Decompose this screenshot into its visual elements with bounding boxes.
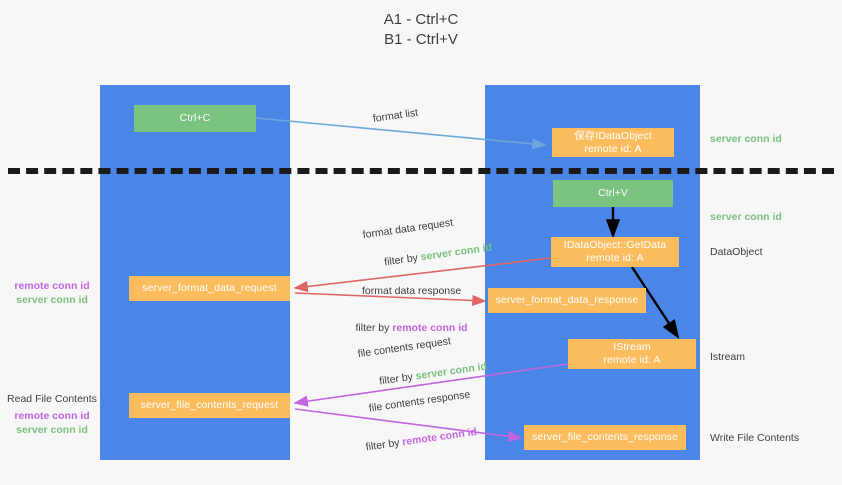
filter-prefix: filter by <box>355 322 393 334</box>
annotation-server-conn-id-top: server conn id <box>710 133 782 145</box>
node-server-format-data-response[interactable]: server_format_data_response <box>488 288 646 313</box>
edge-label-format-list: format list <box>372 106 419 127</box>
edge-label-format-data-request: format data request filter by server con… <box>362 211 495 288</box>
annotation-remote-conn-id: remote conn id <box>14 410 90 422</box>
node-istream-line1: IStream <box>613 341 651 353</box>
node-server-file-contents-response[interactable]: server_file_contents_response <box>524 425 686 450</box>
node-save-idataobject-line2: remote id: A <box>584 142 642 155</box>
filter-value-server-conn-id: server conn id <box>414 360 488 383</box>
annotation-server-conn-id: server conn id <box>16 294 88 306</box>
node-server-format-data-request[interactable]: server_format_data_request <box>129 276 290 301</box>
edge-label-format-data-response-text: format data response <box>362 285 462 297</box>
node-istream[interactable]: IStream remote id: A <box>568 339 696 369</box>
node-getdata-line2: remote id: A <box>586 252 644 264</box>
node-getdata[interactable]: IDataObject::GetData remote id: A <box>551 237 679 267</box>
node-server-format-data-response-label: server_format_data_response <box>495 294 639 306</box>
annotation-istream: Istream <box>710 351 746 363</box>
filter-prefix: filter by <box>383 251 422 269</box>
annotation-read-file-contents: Read File Contents <box>7 393 97 405</box>
annotation-group-read-file-contents: Read File Contents remote conn id server… <box>4 392 100 437</box>
phase-divider <box>8 168 834 174</box>
annotation-server-conn-id: server conn id <box>16 424 88 436</box>
edge-label-format-data-response: format data response filter by remote co… <box>338 284 468 351</box>
filter-value-remote-conn-id: remote conn id <box>392 322 468 334</box>
filter-value-server-conn-id: server conn id <box>419 241 493 264</box>
node-save-idataobject[interactable]: 保存IDataObject remote id: A <box>552 128 674 157</box>
node-istream-line2: remote id: A <box>603 354 661 366</box>
node-server-file-contents-request[interactable]: server_file_contents_request <box>129 393 290 418</box>
edge-label-format-list-text: format list <box>372 106 419 125</box>
edge-label-format-data-response-filter: filter by remote conn id <box>338 299 468 351</box>
annotation-group-conn-ids-top: remote conn id server conn id <box>8 279 96 307</box>
node-server-format-data-request-label: server_format_data_request <box>142 282 277 294</box>
node-save-idataobject-line1: 保存IDataObject <box>574 129 652 142</box>
node-ctrl-v[interactable]: Ctrl+V <box>553 180 673 207</box>
node-getdata-line1: IDataObject::GetData <box>563 239 667 251</box>
node-ctrl-c-label: Ctrl+C <box>179 112 211 124</box>
filter-prefix: filter by <box>378 370 417 388</box>
filter-prefix: filter by <box>365 436 404 454</box>
page-title: A1 - Ctrl+C B1 - Ctrl+V <box>383 11 459 48</box>
node-server-file-contents-request-label: server_file_contents_request <box>140 399 279 411</box>
node-ctrl-c[interactable]: Ctrl+C <box>134 105 256 132</box>
filter-value-remote-conn-id: remote conn id <box>401 425 478 449</box>
annotation-server-conn-id-second: server conn id <box>710 211 782 223</box>
node-ctrl-v-label: Ctrl+V <box>597 187 629 199</box>
annotation-write-file-contents: Write File Contents <box>710 432 800 444</box>
annotation-remote-conn-id: remote conn id <box>14 280 90 292</box>
annotation-dataobject: DataObject <box>710 246 763 258</box>
node-server-file-contents-response-label: server_file_contents_response <box>532 431 678 443</box>
edge-label-file-contents-response: file contents response filter by remote … <box>342 387 480 472</box>
